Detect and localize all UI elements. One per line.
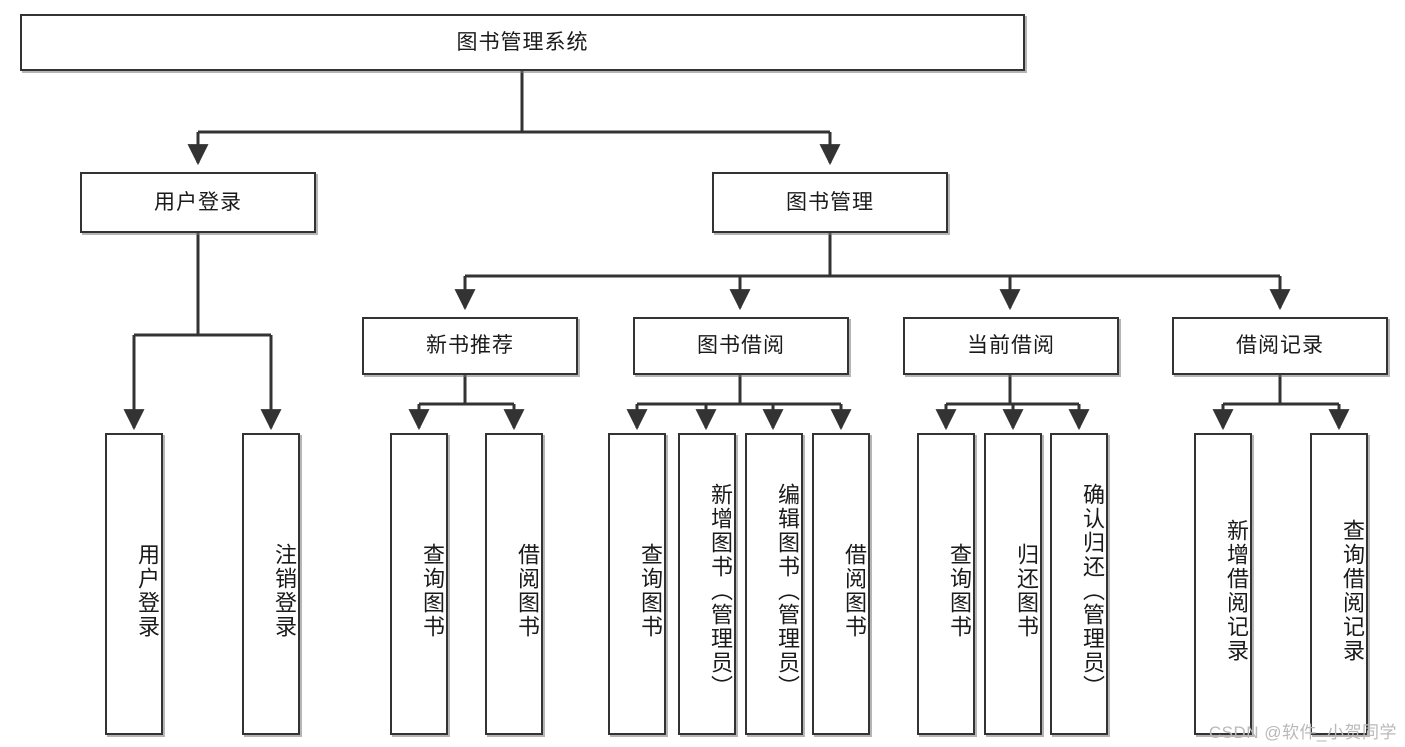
node-new-book-recommendation-label: 新书推荐 <box>426 334 514 358</box>
node-user-login[interactable]: 用户登录 <box>80 172 316 233</box>
node-book-manage-label: 图书管理 <box>786 190 874 214</box>
leaf-confirm-return-admin[interactable]: 确认归还（管理员） <box>1050 433 1108 735</box>
leaf-query-borrow-record-label: 查询借阅记录 <box>1340 519 1365 663</box>
node-current-borrow-label: 当前借阅 <box>967 334 1055 358</box>
node-new-book-recommendation[interactable]: 新书推荐 <box>362 317 578 375</box>
node-book-borrow-label: 图书借阅 <box>697 334 785 358</box>
leaf-query-book-recommendation[interactable]: 查询图书 <box>390 433 448 735</box>
leaf-query-book-borrow[interactable]: 查询图书 <box>608 433 666 735</box>
leaf-return-book-label: 归还图书 <box>1014 543 1039 639</box>
leaf-borrow-book-recommendation-label: 借阅图书 <box>515 543 540 639</box>
node-user-login-label: 用户登录 <box>154 190 242 214</box>
leaf-query-book-current[interactable]: 查询图书 <box>917 433 975 735</box>
node-book-manage[interactable]: 图书管理 <box>712 172 948 233</box>
node-root[interactable]: 图书管理系统 <box>20 14 1025 71</box>
leaf-logout-label: 注销登录 <box>272 543 297 639</box>
leaf-query-book-borrow-label: 查询图书 <box>638 543 663 639</box>
leaf-add-borrow-record[interactable]: 新增借阅记录 <box>1194 433 1252 735</box>
leaf-user-login[interactable]: 用户登录 <box>105 433 163 735</box>
leaf-query-borrow-record[interactable]: 查询借阅记录 <box>1310 433 1368 735</box>
watermark: CSDN @软件_小贺同学 <box>1208 723 1397 742</box>
leaf-confirm-return-admin-label: 确认归还（管理员） <box>1080 483 1105 699</box>
leaf-borrow-book-borrow[interactable]: 借阅图书 <box>812 433 870 735</box>
node-borrow-record[interactable]: 借阅记录 <box>1172 317 1388 375</box>
leaf-edit-book-admin-label: 编辑图书（管理员） <box>775 483 800 699</box>
leaf-borrow-book-borrow-label: 借阅图书 <box>842 543 867 639</box>
node-book-borrow[interactable]: 图书借阅 <box>633 317 849 375</box>
leaf-add-book-admin[interactable]: 新增图书（管理员） <box>678 433 736 735</box>
leaf-user-login-label: 用户登录 <box>135 543 160 639</box>
node-root-label: 图书管理系统 <box>456 30 589 54</box>
leaf-add-borrow-record-label: 新增借阅记录 <box>1224 519 1249 663</box>
leaf-query-book-recommendation-label: 查询图书 <box>420 543 445 639</box>
leaf-logout[interactable]: 注销登录 <box>242 433 300 735</box>
leaf-borrow-book-recommendation[interactable]: 借阅图书 <box>485 433 543 735</box>
node-borrow-record-label: 借阅记录 <box>1236 334 1324 358</box>
leaf-return-book[interactable]: 归还图书 <box>984 433 1042 735</box>
leaf-edit-book-admin[interactable]: 编辑图书（管理员） <box>745 433 803 735</box>
node-current-borrow[interactable]: 当前借阅 <box>903 317 1119 375</box>
leaf-add-book-admin-label: 新增图书（管理员） <box>708 483 733 699</box>
leaf-query-book-current-label: 查询图书 <box>947 543 972 639</box>
